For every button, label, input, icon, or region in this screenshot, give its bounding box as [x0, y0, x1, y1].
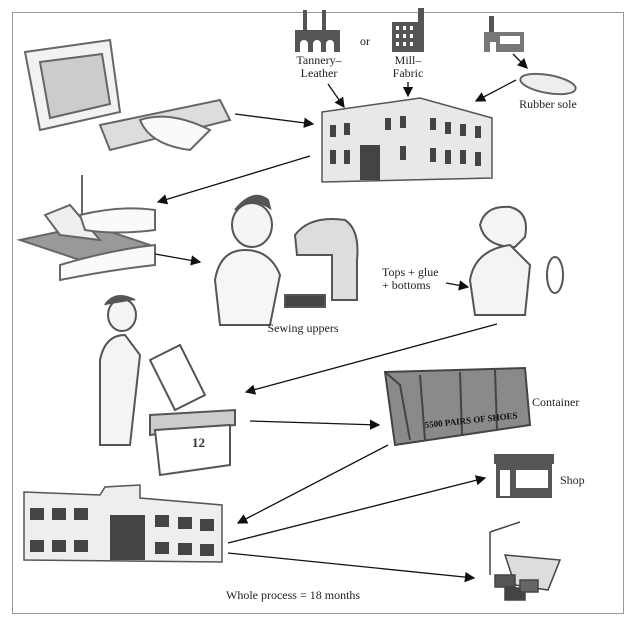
mill-label: Mill– Fabric — [392, 53, 424, 80]
sewing-uppers-label: Sewing uppers — [267, 321, 339, 335]
mill-icon — [392, 8, 424, 52]
sewing-worker-sketch — [213, 194, 359, 326]
tannery-icon — [295, 10, 340, 52]
whole-process-duration: Whole process = 18 months — [226, 588, 361, 602]
computer-design-sketch — [23, 38, 232, 152]
flow-arrows — [154, 53, 528, 583]
tannery-label: Tannery– Leather — [296, 53, 342, 80]
headquarters-building-sketch — [321, 97, 493, 183]
rubber-sole-image — [519, 72, 577, 96]
tops-glue-bottoms-label: Tops + glue + bottoms — [382, 265, 439, 292]
shop-icon — [494, 454, 554, 498]
box-number: 12 — [192, 435, 205, 450]
packing-worker-sketch — [99, 295, 236, 477]
container-label: Container — [532, 395, 580, 409]
warehouse-sketch — [23, 484, 223, 563]
cargo-ship-sketch — [489, 521, 562, 601]
factory-icon — [484, 16, 524, 52]
diagram-frame — [12, 12, 624, 614]
cutting-fabric-sketch — [16, 175, 156, 282]
shop-label: Shop — [560, 473, 585, 487]
container-image — [383, 366, 532, 447]
gluing-worker-sketch — [468, 205, 564, 316]
rubber-sole-label: Rubber sole — [519, 97, 577, 111]
or-label: or — [360, 34, 370, 48]
